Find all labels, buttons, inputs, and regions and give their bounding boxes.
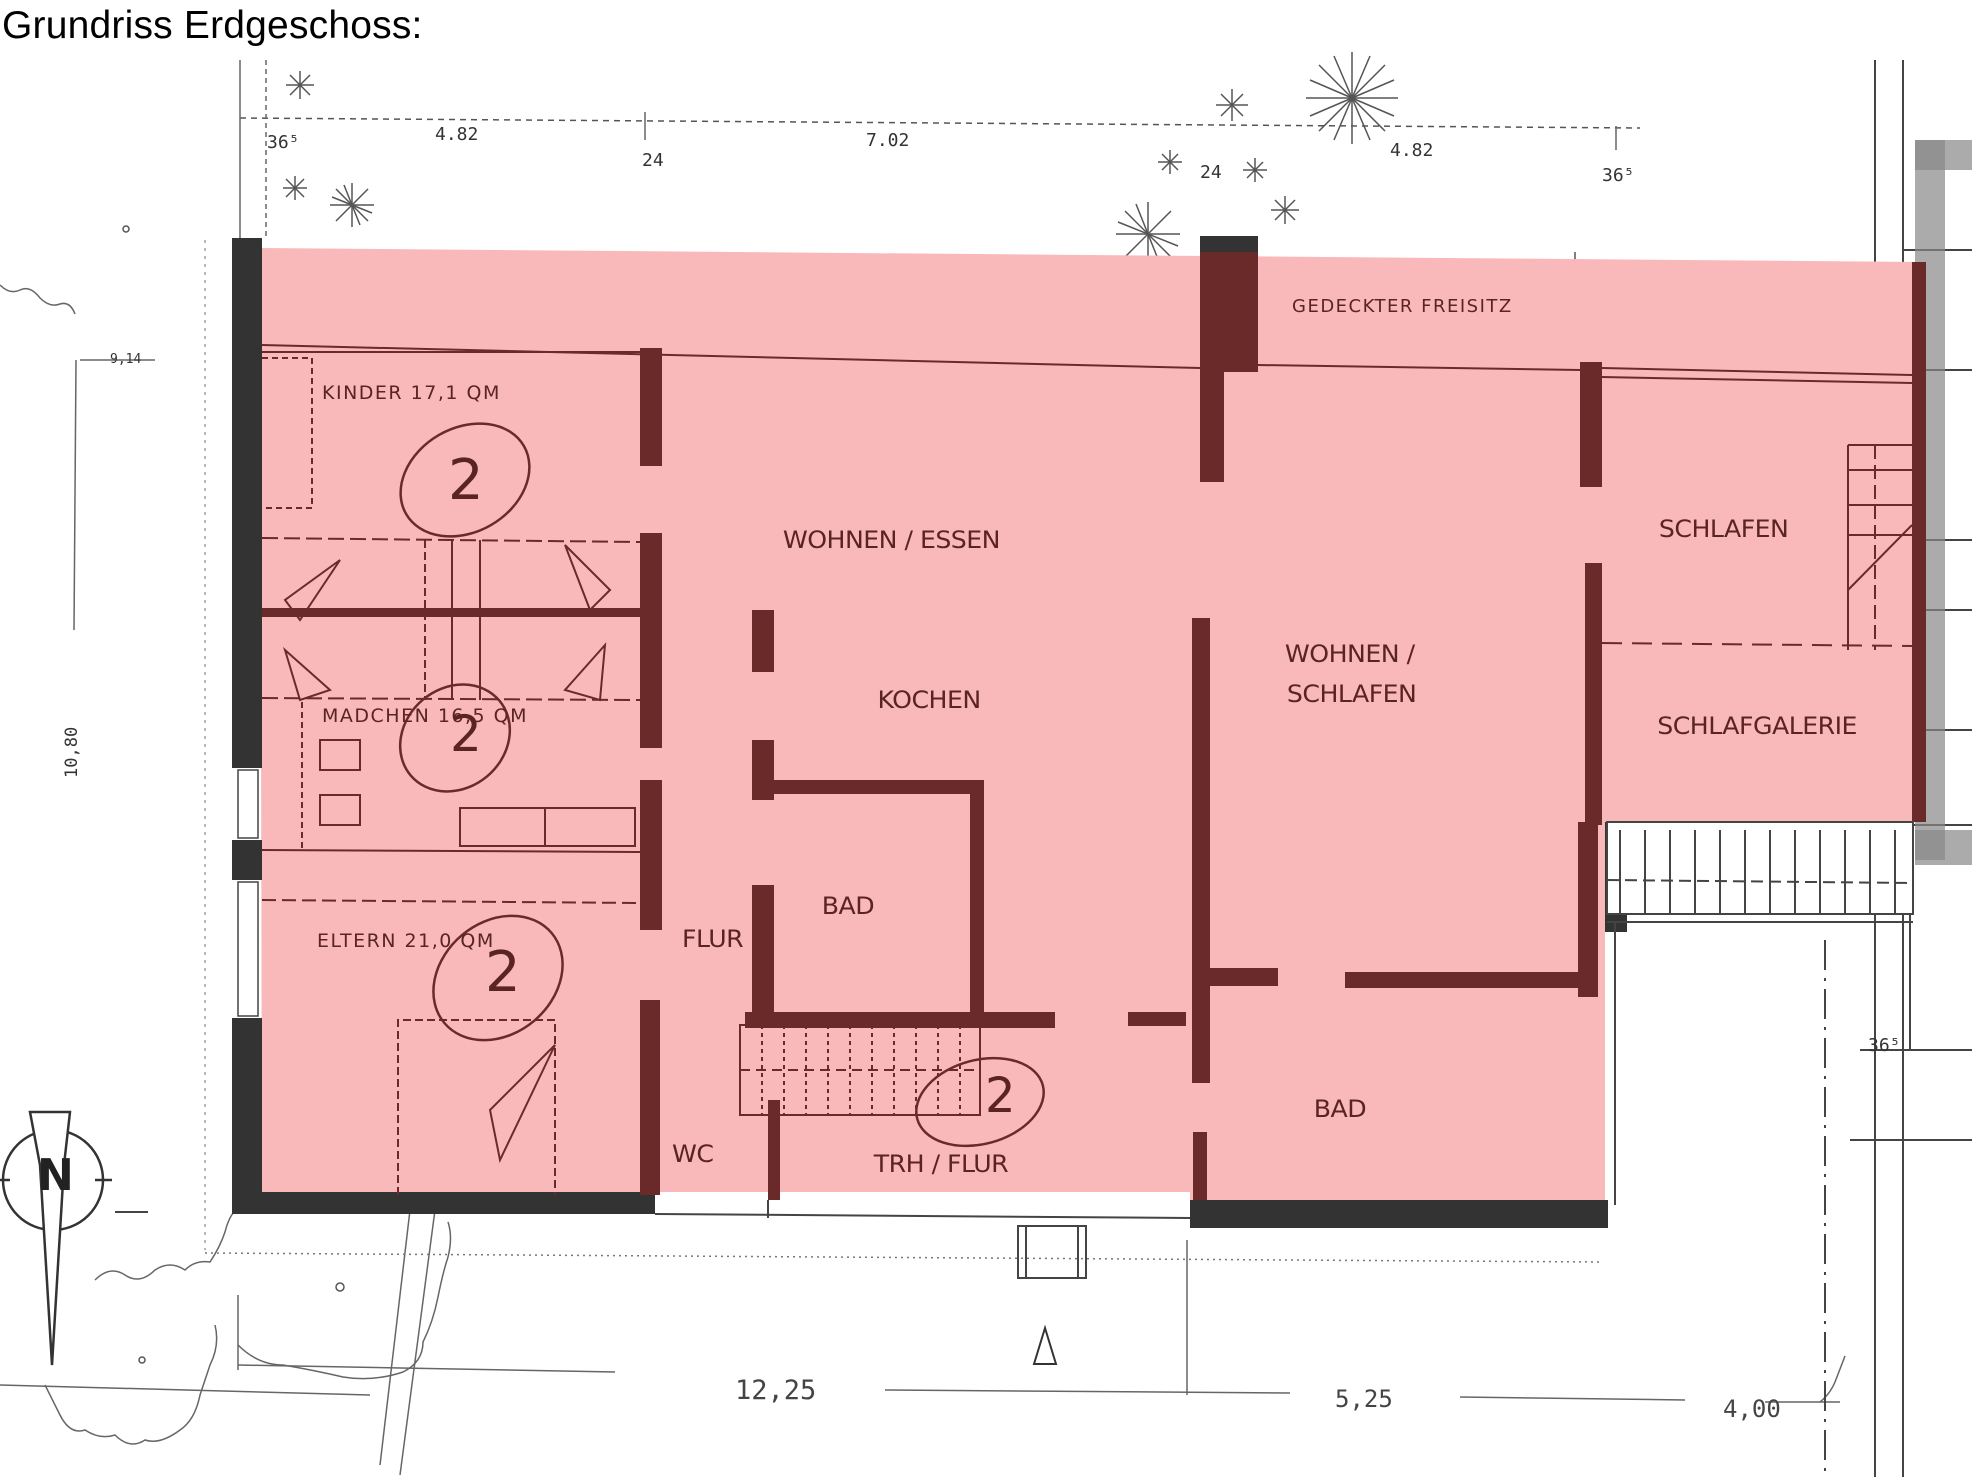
circled-marker-outlines [398, 422, 1045, 1148]
dimension-top-5: 4.82 [1390, 140, 1434, 161]
room-label-bad-right: BAD [1313, 1095, 1367, 1123]
highlighted-apartment-area [260, 248, 1920, 1205]
room-label-wohnen-essen: WOHNEN / ESSEN [782, 526, 1001, 554]
dimension-top-3: 7.02 [866, 130, 910, 151]
north-arrow-icon [0, 1110, 112, 1366]
page-title: Grundriss Erdgeschoss: [2, 4, 423, 47]
room-label-gedeckter-freisitz: GEDECKTER FREISITZ [1292, 296, 1513, 317]
north-letter: N [37, 1150, 74, 1201]
room-label-maedchen: MADCHEN 16,5 QM [322, 705, 529, 727]
dimension-bottom-1: 5,25 [1335, 1385, 1393, 1413]
dimension-left-small: 9,14 [110, 352, 142, 367]
entrance-triangle-icon [1032, 1324, 1058, 1365]
room-label-kinder: KINDER 17,1 QM [322, 382, 501, 404]
room-label-kochen: KOCHEN [877, 686, 982, 714]
room-label-wohnen-schlafen-1: WOHNEN / [1284, 640, 1415, 668]
circled-marker-maedchen: 2 [450, 705, 482, 763]
circled-marker-kinder: 2 [448, 448, 484, 513]
dimension-top-4: 24 [1200, 162, 1222, 183]
dimension-top-6: 36⁵ [1602, 165, 1635, 186]
dimension-left-vertical: 10,80 [62, 726, 82, 778]
room-label-flur: FLUR [682, 925, 744, 953]
room-label-eltern: ELTERN 21,0 QM [317, 930, 495, 952]
circled-marker-eltern: 2 [485, 940, 521, 1005]
room-label-bad-center: BAD [821, 892, 875, 920]
dimension-top-1: 4.82 [435, 124, 479, 145]
property-line [204, 1252, 1601, 1263]
interior-walls [262, 252, 1926, 1200]
dimension-top-0: 36⁵ [267, 132, 300, 153]
room-label-schlafen: SCHLAFEN [1658, 515, 1789, 543]
room-label-trh-flur: TRH / FLUR [873, 1150, 1009, 1178]
dimension-top-2: 24 [642, 150, 664, 171]
plant-symbols [122, 52, 1581, 1364]
vegetation-outline [0, 284, 1846, 1476]
room-label-wohnen-schlafen-2: SCHLAFEN [1286, 680, 1417, 708]
outer-walls [232, 236, 1627, 1228]
balcony-railing [1606, 821, 1914, 915]
interior-thin-lines [261, 344, 1913, 1195]
top-dimension-line [239, 117, 1641, 129]
room-label-schlafgalerie: SCHLAFGALERIE [1657, 712, 1857, 740]
room-label-wc: WC [672, 1140, 714, 1168]
dimension-bottom-2: 4,00 [1723, 1395, 1781, 1423]
circled-marker-stairs: 2 [985, 1068, 1016, 1124]
dimension-bottom-0: 12,25 [735, 1375, 817, 1406]
dimension-right-small: 36⁵ [1868, 1035, 1901, 1056]
